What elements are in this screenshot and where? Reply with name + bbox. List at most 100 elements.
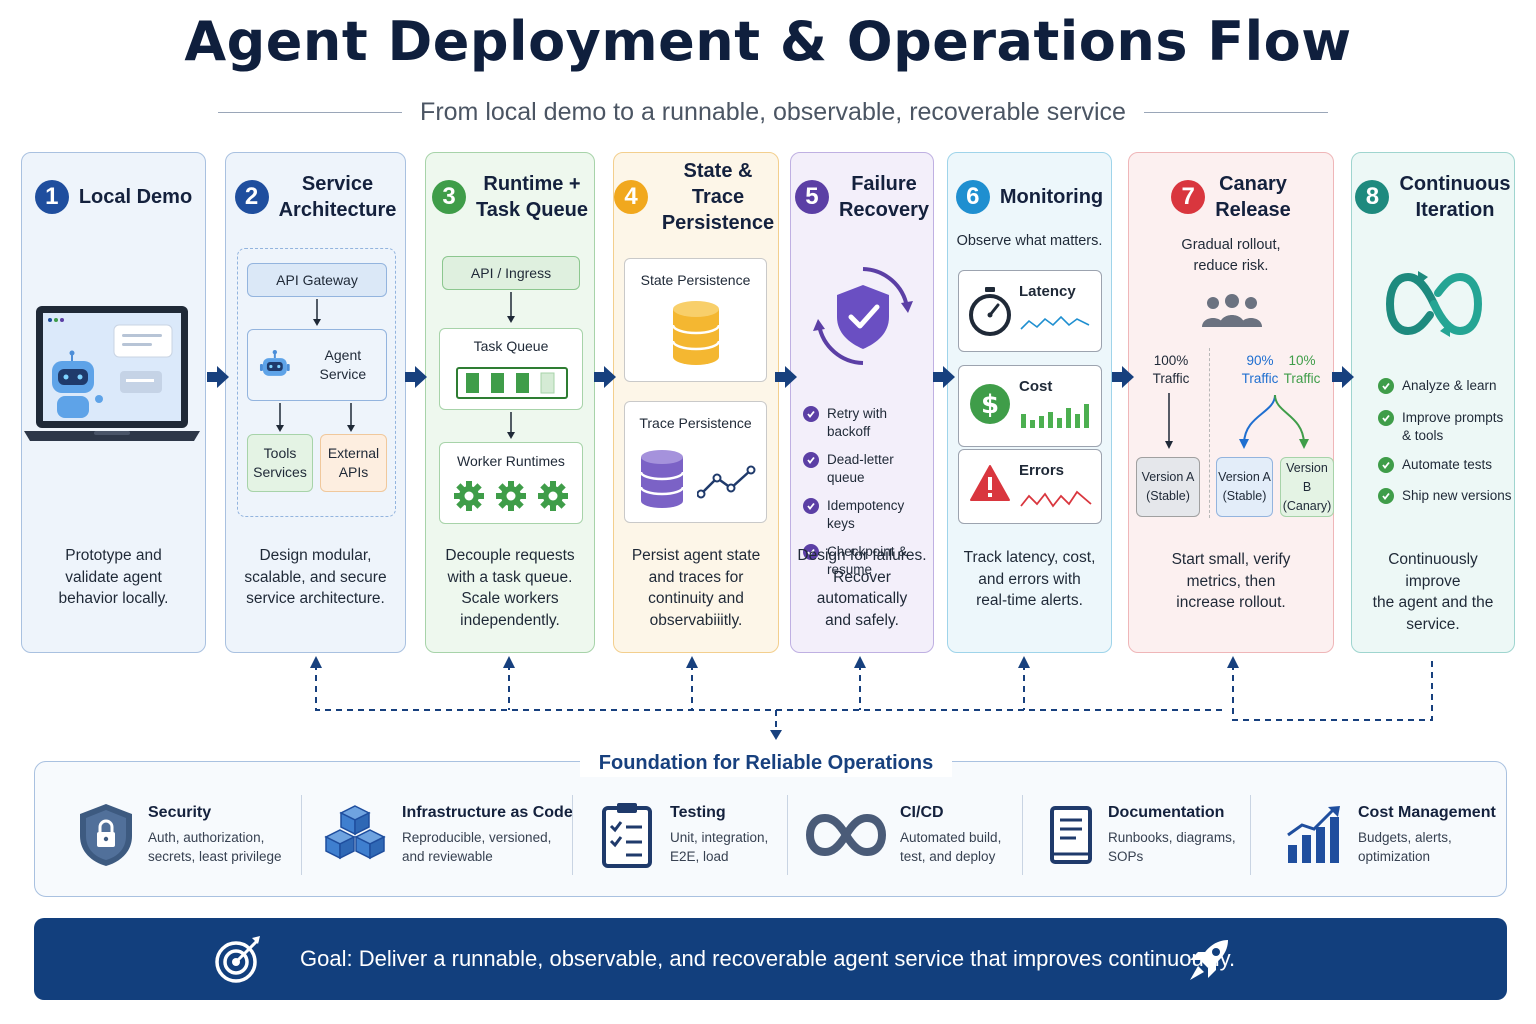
step-number: 8	[1355, 180, 1390, 214]
check-icon	[1378, 410, 1394, 426]
foundation-item-desc: Budgets, alerts,optimization	[1358, 830, 1452, 864]
step-card-runtime-task-queue: 3 Runtime +Task Queue API / Ingress Task…	[425, 152, 595, 653]
check-icon	[803, 406, 819, 422]
foundation-text: Security Auth, authorization,secrets, le…	[148, 804, 282, 866]
rocket-icon	[1190, 940, 1228, 980]
step-description: Design for failures.Recover automaticall…	[797, 547, 927, 629]
divider	[301, 795, 302, 875]
arrow-down-icon	[347, 403, 355, 432]
foundation-item-security: Security Auth, authorization,secrets, le…	[78, 790, 282, 880]
check-icon	[803, 498, 819, 514]
book-icon	[1050, 806, 1092, 864]
worker-runtimes-label: Worker Runtimes	[457, 453, 565, 469]
divider	[787, 795, 788, 875]
step-title: Local Demo	[78, 186, 193, 208]
list-item: Automate tests	[1378, 456, 1512, 474]
metric-label: Errors	[1019, 462, 1065, 479]
gear-icons	[454, 481, 568, 511]
version-a-stable-box: Version A(Stable)	[1136, 457, 1200, 517]
cost-bar-sparkline	[1021, 404, 1089, 428]
trace-persistence-label: Trace Persistence	[639, 415, 752, 431]
robot-icon	[259, 349, 290, 376]
divider-line	[218, 111, 403, 113]
foundation-item-desc: Automated build,test, and deploy	[900, 830, 1002, 864]
subtitle-row: From local demo to a runnable, observabl…	[218, 92, 1329, 132]
errors-metric: Errors	[958, 449, 1102, 524]
step-card-monitoring: 6 Monitoring Observe what matters. Laten…	[947, 152, 1112, 653]
errors-sparkline	[1020, 490, 1092, 508]
queue-slots-icon	[456, 367, 568, 399]
api-ingress-box: API / Ingress	[442, 256, 580, 290]
step-number: 1	[34, 180, 69, 214]
laptop-robot-icon	[24, 306, 200, 441]
list-item: Checkpoint & resume	[803, 543, 933, 579]
task-queue-box: Task Queue	[439, 328, 583, 410]
divider-line	[1143, 111, 1329, 113]
monitoring-tagline: Observe what matters.	[956, 233, 1103, 249]
check-icon	[803, 544, 819, 560]
foundation-item-title: Infrastructure as Code	[402, 804, 573, 821]
arrow-down-icon	[1165, 393, 1173, 449]
foundation-item-title: Documentation	[1108, 804, 1225, 821]
canary-tagline: Gradual rollout,reduce risk.	[1181, 237, 1281, 274]
goal-banner: Goal: Deliver a runnable, observable, an…	[34, 918, 1507, 1000]
flow-arrow-icon	[1332, 366, 1354, 388]
foundation-text: CI/CD Automated build,test, and deploy	[900, 804, 1001, 866]
step-number: 6	[955, 180, 990, 214]
svg-text:$: $	[981, 390, 999, 420]
card-header: 1 Local Demo	[22, 165, 205, 229]
foundation-text: Documentation Runbooks, diagrams,SOPs	[1108, 804, 1236, 866]
infinity-icon	[806, 813, 886, 857]
step-number: 7	[1171, 180, 1206, 214]
agent-service-box: Agent Service	[247, 329, 387, 401]
foundation-text: Testing Unit, integration,E2E, load	[670, 804, 768, 866]
step-title: Monitoring	[999, 186, 1104, 208]
foundation-item-title: Security	[148, 804, 212, 821]
arrow-down-icon	[313, 299, 321, 326]
divider-dashed	[1209, 348, 1210, 518]
task-queue-label: Task Queue	[473, 338, 549, 354]
divider	[1250, 795, 1251, 875]
split-arrows-icon	[1239, 394, 1309, 449]
traffic-stable-label: 90%Traffic	[1241, 353, 1279, 386]
loop-arrows-icon	[1385, 271, 1483, 337]
traffic-canary-label: 10%Traffic	[1283, 353, 1321, 386]
trend-line-icon	[697, 465, 756, 499]
version-b-canary-box: Version B(Canary)	[1280, 457, 1334, 517]
list-item: Idempotency keys	[803, 497, 933, 533]
foundation-title: Foundation for Reliable Operations	[580, 750, 952, 777]
list-item: Improve prompts& tools	[1378, 409, 1512, 445]
foundation-item-title: Testing	[670, 804, 726, 821]
agent-service-label: Agent Service	[319, 347, 367, 382]
page-title: Agent Deployment & Operations Flow	[184, 10, 1352, 73]
foundation-item-desc: Unit, integration,E2E, load	[670, 830, 769, 864]
page-subtitle: From local demo to a runnable, observabl…	[420, 97, 1126, 126]
metric-label: Cost	[1019, 378, 1053, 395]
target-icon	[215, 936, 260, 983]
database-icon	[671, 301, 721, 365]
foundation-item-testing: Testing Unit, integration,E2E, load	[600, 790, 768, 880]
step-title: Runtime +Task Queue	[476, 173, 588, 221]
arrow-down-icon	[276, 403, 284, 432]
goal-text: Goal: Deliver a runnable, observable, an…	[300, 946, 1236, 971]
foundation-text: Cost Management Budgets, alerts,optimiza…	[1358, 804, 1496, 866]
stopwatch-icon	[969, 287, 1011, 336]
foundation-item-infrastructure-as-code: Infrastructure as Code Reproducible, ver…	[322, 790, 573, 880]
